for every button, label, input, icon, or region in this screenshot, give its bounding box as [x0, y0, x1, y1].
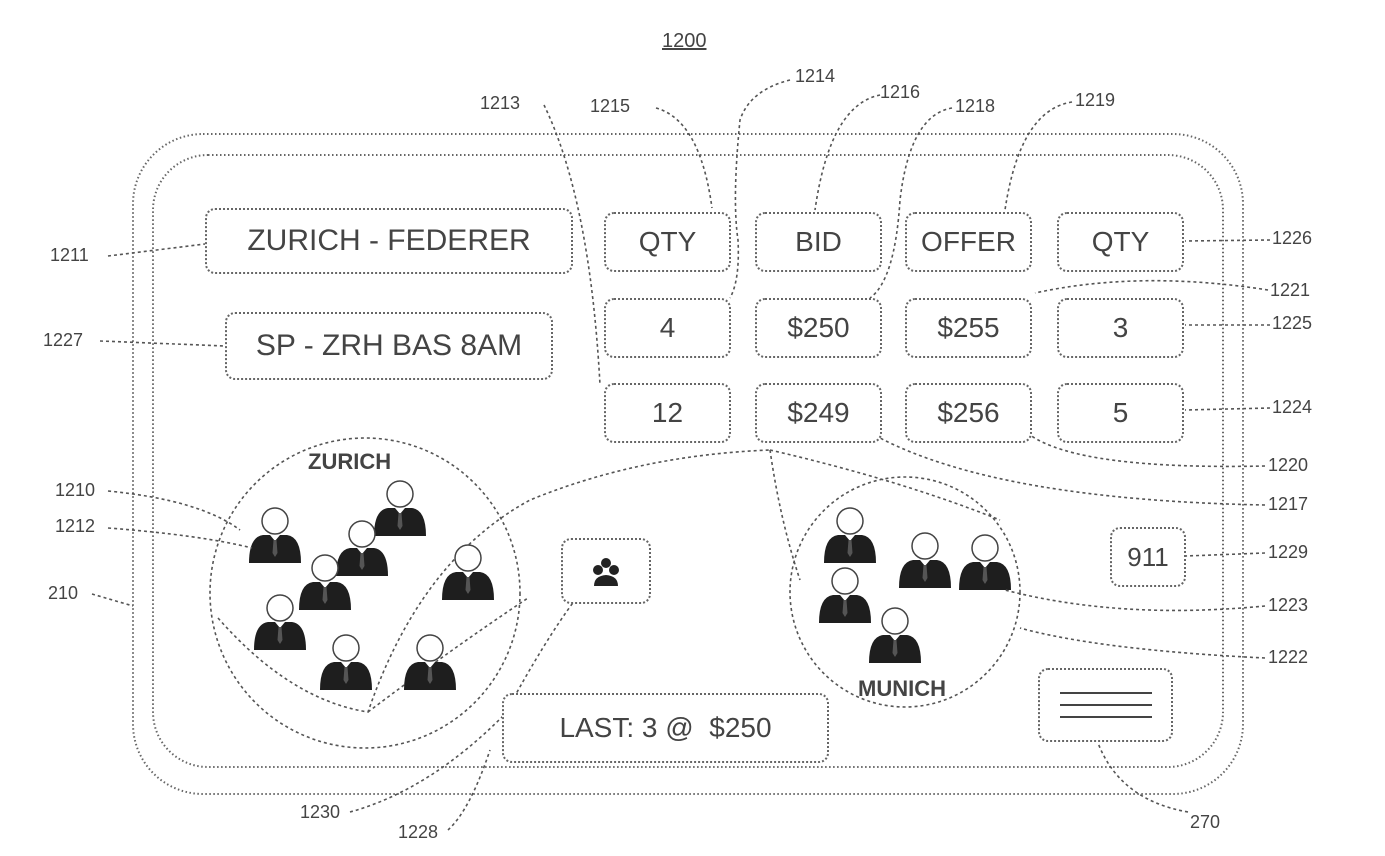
ref-label-210: 210 — [48, 583, 78, 604]
ref-label-1216: 1216 — [880, 82, 920, 103]
ref-label-1220: 1220 — [1268, 455, 1308, 476]
user-figure-icon — [374, 481, 426, 536]
selection-lasso-curve — [218, 450, 770, 712]
group-icon — [589, 554, 623, 588]
user-figure-icon — [254, 595, 306, 650]
user-figure-icon — [404, 635, 456, 690]
event-title-field[interactable]: ZURICH - FEDERER — [205, 208, 573, 274]
ref-label-1230: 1230 — [300, 802, 340, 823]
figure-number: 1200 — [662, 30, 707, 53]
ref-label-270: 270 — [1190, 812, 1220, 833]
user-figure-icon — [819, 568, 871, 623]
ref-label-1217: 1217 — [1268, 494, 1308, 515]
hamburger-menu-icon — [1056, 687, 1156, 723]
bid-price-cell[interactable]: $250 — [755, 298, 882, 358]
ref-label-1223: 1223 — [1268, 595, 1308, 616]
header-bid-qty: QTY — [604, 212, 731, 272]
ref-label-1210: 1210 — [55, 480, 95, 501]
group-chat-button[interactable] — [561, 538, 651, 604]
munich-region-circle[interactable] — [790, 477, 1020, 707]
ref-label-1229: 1229 — [1268, 542, 1308, 563]
zurich-people-group — [249, 481, 494, 690]
ref-label-1211: 1211 — [50, 245, 89, 266]
offer-qty-cell[interactable]: 5 — [1057, 383, 1184, 443]
ref-label-1219: 1219 — [1075, 90, 1115, 111]
user-figure-icon — [249, 508, 301, 563]
header-offer-qty: QTY — [1057, 212, 1184, 272]
bid-qty-cell[interactable]: 12 — [604, 383, 731, 443]
ref-label-1227: 1227 — [43, 330, 83, 351]
ref-label-1224: 1224 — [1272, 397, 1312, 418]
munich-people-group — [819, 508, 1011, 663]
emergency-911-button[interactable]: 911 — [1110, 527, 1186, 587]
user-figure-icon — [824, 508, 876, 563]
ref-label-1226: 1226 — [1272, 228, 1312, 249]
user-figure-icon — [442, 545, 494, 600]
user-figure-icon — [869, 608, 921, 663]
ref-label-1218: 1218 — [955, 96, 995, 117]
offer-price-cell[interactable]: $256 — [905, 383, 1032, 443]
ref-label-1225: 1225 — [1272, 313, 1312, 334]
ref-label-1215: 1215 — [590, 96, 630, 117]
zurich-region-label: ZURICH — [308, 449, 391, 475]
event-detail-field[interactable]: SP - ZRH BAS 8AM — [225, 312, 553, 380]
menu-button[interactable] — [1038, 668, 1173, 742]
munich-region-label: MUNICH — [858, 676, 946, 702]
last-trade-display: LAST: 3 @ $250 — [502, 693, 829, 763]
ref-label-1213: 1213 — [480, 93, 520, 114]
ref-label-1221: 1221 — [1270, 280, 1310, 301]
ref-label-1228: 1228 — [398, 822, 438, 843]
user-figure-icon — [320, 635, 372, 690]
ref-label-1222: 1222 — [1268, 647, 1308, 668]
offer-price-cell[interactable]: $255 — [905, 298, 1032, 358]
bid-qty-cell[interactable]: 4 — [604, 298, 731, 358]
offer-qty-cell[interactable]: 3 — [1057, 298, 1184, 358]
connection-curve-munich — [770, 450, 1000, 520]
ref-label-1214: 1214 — [795, 66, 835, 87]
user-figure-icon — [899, 533, 951, 588]
user-figure-icon — [959, 535, 1011, 590]
ref-label-1212: 1212 — [55, 516, 95, 537]
bid-price-cell[interactable]: $249 — [755, 383, 882, 443]
header-bid: BID — [755, 212, 882, 272]
connection-curve-munich-inner — [770, 450, 800, 580]
header-offer: OFFER — [905, 212, 1032, 272]
